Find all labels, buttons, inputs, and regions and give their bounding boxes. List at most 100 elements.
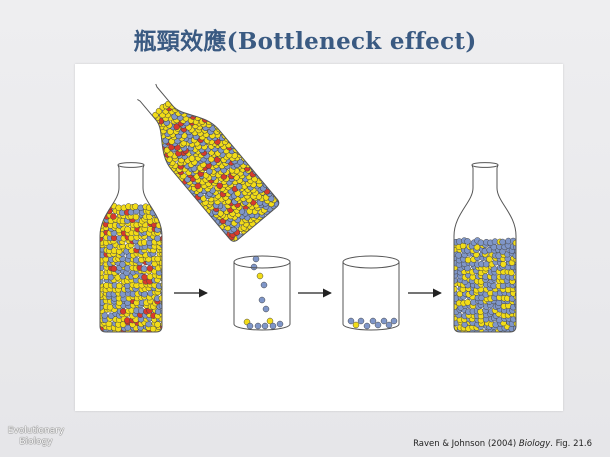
ball (482, 329, 490, 332)
ball (175, 98, 182, 105)
ball (179, 95, 186, 103)
ball (156, 209, 162, 216)
ball (155, 148, 162, 156)
ball (363, 322, 371, 330)
ball (152, 145, 159, 153)
ball (514, 247, 516, 255)
ball (94, 291, 100, 297)
ball (160, 308, 162, 315)
ball (132, 213, 140, 221)
citation-italic: Biology (518, 439, 551, 449)
ball (141, 130, 149, 138)
ball (140, 265, 148, 272)
ball (380, 317, 388, 325)
ball (180, 103, 188, 111)
ball (202, 109, 210, 116)
ball (369, 317, 377, 325)
ball (276, 320, 284, 328)
ball (159, 235, 162, 242)
ball (390, 317, 398, 325)
ball (513, 299, 516, 306)
ball (100, 222, 102, 230)
ball (180, 88, 187, 95)
falling-stream (250, 255, 270, 313)
ball (266, 317, 274, 325)
ball (149, 325, 157, 332)
ball (138, 121, 145, 129)
ball (93, 293, 99, 299)
ball (147, 120, 154, 127)
ball (94, 235, 100, 241)
ball (154, 153, 162, 161)
ball (374, 321, 382, 329)
ball (183, 101, 191, 108)
ball (447, 316, 453, 322)
ball (500, 261, 507, 268)
ball (100, 204, 106, 212)
ball (145, 135, 152, 142)
ball (148, 125, 155, 132)
logo-line-2: Biology (19, 437, 53, 447)
ball (477, 239, 485, 246)
ball (160, 290, 162, 297)
new-population-bottle (447, 162, 517, 335)
ball (513, 320, 516, 327)
ball (447, 323, 453, 329)
ball (385, 321, 393, 329)
ball (134, 126, 142, 133)
ball (454, 242, 455, 250)
ball (160, 321, 162, 328)
ball (155, 203, 162, 210)
ball (448, 329, 454, 335)
citation-prefix: Raven & Johnson (2004) (413, 439, 519, 449)
ball (258, 296, 266, 304)
ball (93, 306, 99, 312)
ball (161, 272, 162, 280)
ball (514, 291, 516, 298)
ball (133, 128, 140, 136)
ball (160, 299, 162, 307)
ball (144, 144, 152, 152)
ball (100, 211, 104, 218)
ball (499, 238, 506, 246)
ball (269, 322, 277, 330)
ball (486, 255, 493, 263)
ball (119, 261, 126, 268)
ball (473, 329, 481, 332)
ball (132, 203, 139, 210)
ball (473, 243, 481, 251)
ball (93, 255, 99, 261)
ball (173, 95, 180, 103)
ball (182, 84, 189, 92)
ball (454, 238, 455, 246)
ball (148, 148, 155, 156)
ball (142, 118, 150, 126)
ball (448, 247, 454, 253)
ball (154, 321, 161, 328)
ball (124, 226, 131, 233)
ball (454, 293, 455, 300)
bottleneck-diagram (93, 83, 517, 335)
ball (160, 228, 162, 236)
ball (137, 134, 145, 141)
ball (514, 259, 516, 266)
ball (102, 329, 109, 332)
ball (94, 213, 100, 219)
ball (254, 322, 262, 330)
ball (160, 267, 162, 275)
ball (464, 299, 471, 306)
ball (261, 322, 269, 330)
ball (513, 311, 516, 318)
ball (93, 312, 99, 318)
ball (183, 95, 191, 102)
ball (93, 203, 99, 209)
ball (454, 272, 455, 280)
ball (100, 277, 101, 284)
diagram-panel (75, 64, 563, 411)
ball (189, 101, 197, 109)
ball (454, 303, 455, 310)
ball (246, 322, 254, 330)
ball (142, 141, 150, 148)
ball (190, 96, 197, 103)
ball (160, 208, 162, 216)
